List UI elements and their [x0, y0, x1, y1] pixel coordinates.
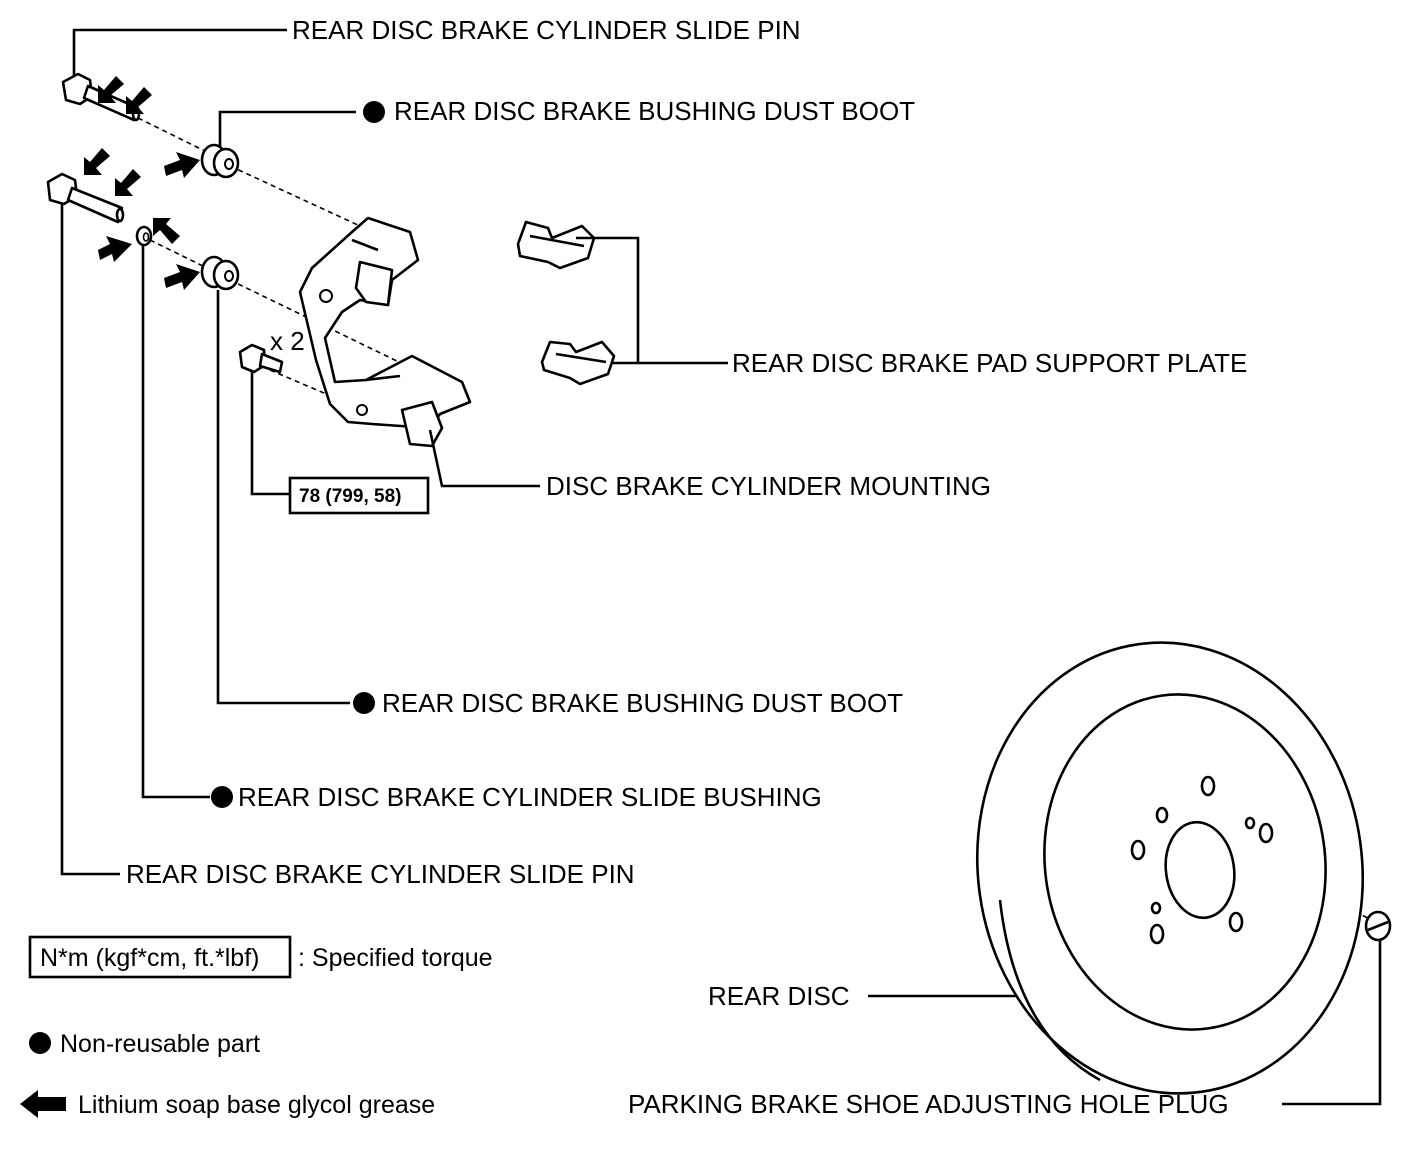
- non-reusable-icon: [211, 786, 233, 808]
- dust-boot-top-part: [200, 143, 240, 179]
- slide-bushing-part: [135, 225, 153, 247]
- hole-plug-part: [1364, 910, 1392, 942]
- grease-arrow-icon: [164, 152, 200, 178]
- dust-boot-bottom-part: [200, 255, 240, 291]
- rear-disc-part: [975, 641, 1365, 1095]
- grease-arrow-icon: [164, 264, 200, 290]
- legend-torque-text: : Specified torque: [298, 944, 493, 972]
- grease-arrows: [84, 76, 200, 290]
- pad-support-plates-part: [516, 220, 616, 386]
- label-hole-plug: PARKING BRAKE SHOE ADJUSTING HOLE PLUG: [628, 1089, 1229, 1119]
- label-dust-boot-top: REAR DISC BRAKE BUSHING DUST BOOT: [394, 96, 915, 126]
- label-slide-bushing: REAR DISC BRAKE CYLINDER SLIDE BUSHING: [238, 782, 822, 812]
- legend: N*m (kgf*cm, ft.*lbf) : Specified torque…: [20, 935, 493, 1119]
- label-pad-support-plate: REAR DISC BRAKE PAD SUPPORT PLATE: [732, 348, 1247, 378]
- label-rear-disc: REAR DISC: [708, 981, 850, 1011]
- legend-grease: Lithium soap base glycol grease: [78, 1091, 435, 1119]
- non-reusable-icon: [363, 101, 385, 123]
- grease-arrow-icon: [126, 87, 152, 114]
- legend-torque-units: N*m (kgf*cm, ft.*lbf): [40, 944, 259, 972]
- grease-arrow-icon: [98, 236, 132, 262]
- label-slide-pin-top: REAR DISC BRAKE CYLINDER SLIDE PIN: [292, 15, 801, 45]
- label-slide-pin-bottom: REAR DISC BRAKE CYLINDER SLIDE PIN: [126, 859, 635, 889]
- grease-arrow-icon: [153, 218, 180, 244]
- bolt-quantity: x 2: [270, 326, 305, 356]
- label-cylinder-mounting: DISC BRAKE CYLINDER MOUNTING: [546, 471, 991, 501]
- slide-pin-bottom-part: [46, 172, 125, 224]
- mounting-bolt-part: [238, 343, 284, 374]
- grease-arrow-icon: [115, 169, 141, 196]
- non-reusable-icon: [29, 1032, 51, 1054]
- legend-non-reusable: Non-reusable part: [60, 1030, 260, 1058]
- cylinder-mounting-part: [298, 216, 472, 448]
- legend-torque-box: [28, 935, 292, 979]
- label-dust-boot-bottom: REAR DISC BRAKE BUSHING DUST BOOT: [382, 688, 903, 718]
- leader-lines: [60, 28, 1382, 1106]
- grease-arrow-icon: [98, 76, 124, 103]
- non-reusable-icon: [353, 692, 375, 714]
- torque-box: [288, 476, 430, 515]
- non-reusable-markers: [211, 101, 385, 808]
- grease-arrow-icon: [84, 148, 110, 175]
- grease-arrow-icon: [20, 1090, 66, 1118]
- torque-value: 78 (799, 58): [299, 486, 401, 507]
